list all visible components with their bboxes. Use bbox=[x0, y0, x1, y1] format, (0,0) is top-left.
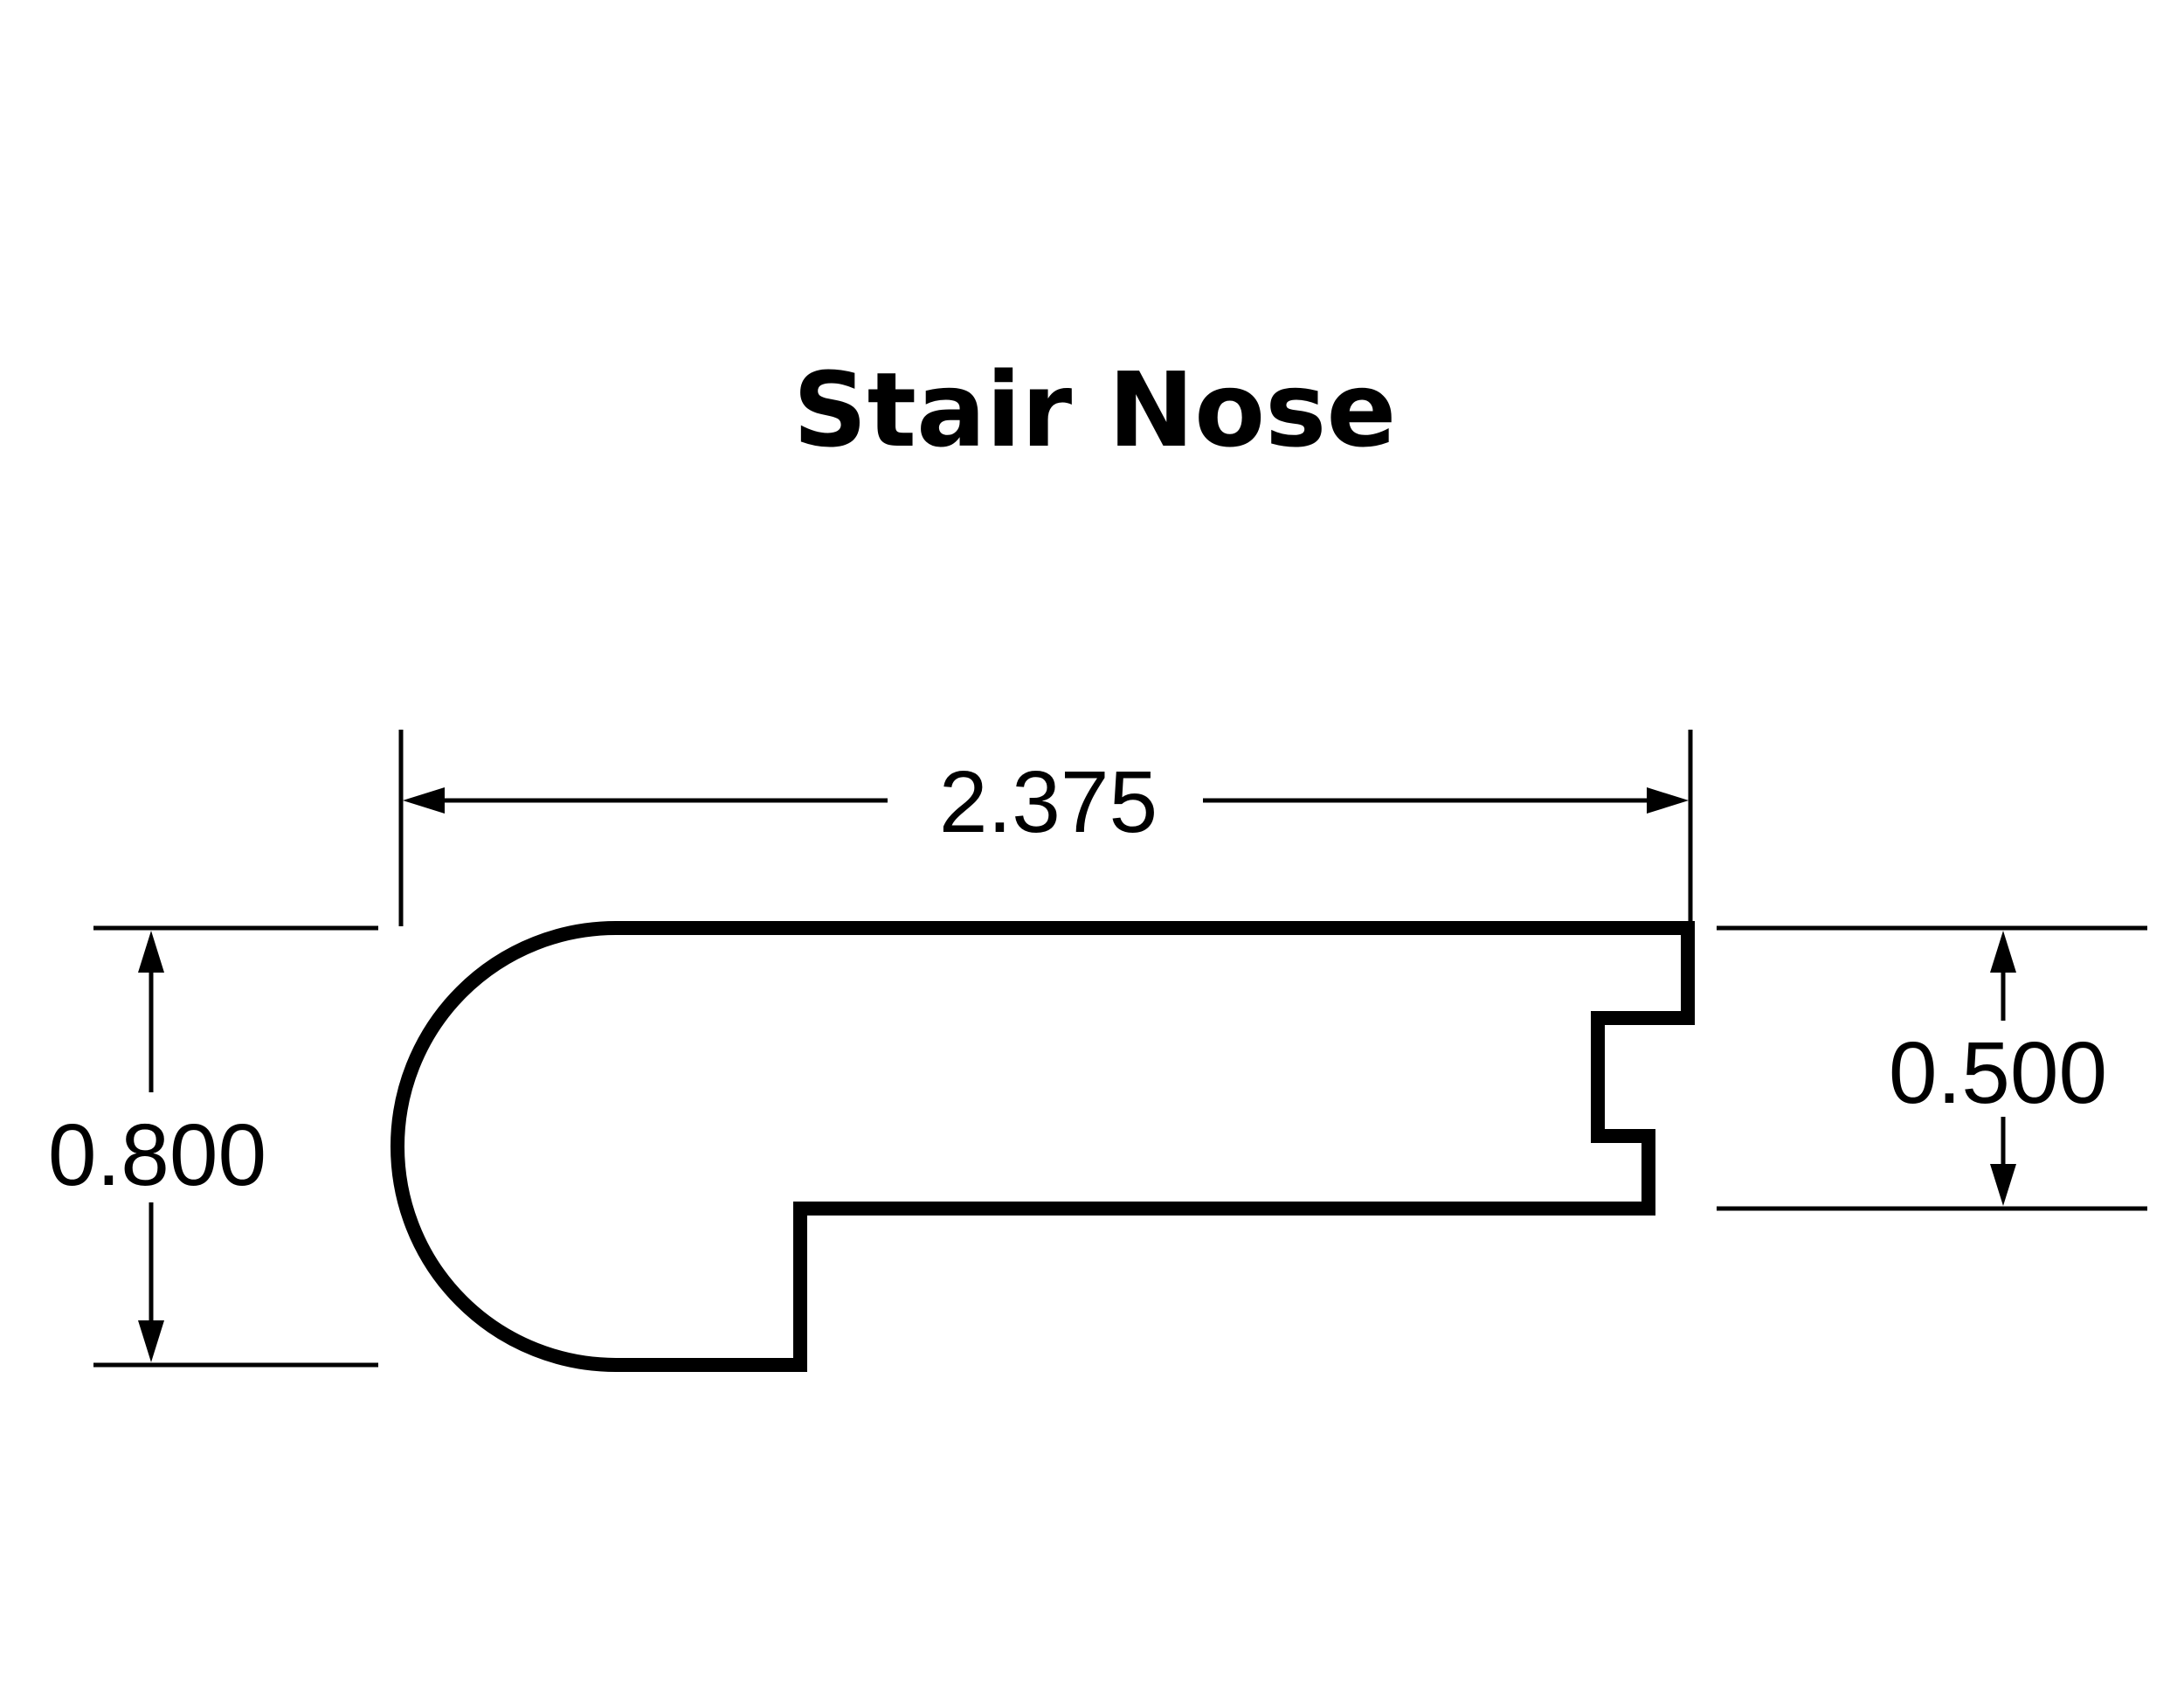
diagram-title: Stair Nose bbox=[793, 350, 1397, 470]
width-dimension: 2.375 bbox=[398, 730, 1693, 926]
width-dimension-label: 2.375 bbox=[939, 753, 1158, 851]
tongue-height-arrowhead-bottom bbox=[1990, 1164, 2016, 1206]
overall-height-arrowhead-bottom bbox=[138, 1320, 164, 1362]
overall-height-dimension: 0.800 bbox=[48, 925, 378, 1368]
tongue-height-arrowhead-top bbox=[1990, 931, 2016, 973]
stair-nose-profile bbox=[390, 921, 1695, 1372]
width-arrowhead-right bbox=[1647, 787, 1689, 814]
tongue-height-dimension-label: 0.500 bbox=[1889, 1024, 2107, 1122]
width-arrowhead-left bbox=[403, 787, 445, 814]
overall-height-arrowhead-top bbox=[138, 931, 164, 973]
overall-height-dimension-label: 0.800 bbox=[48, 1106, 266, 1204]
tongue-height-dimension: 0.500 bbox=[1717, 925, 2147, 1211]
